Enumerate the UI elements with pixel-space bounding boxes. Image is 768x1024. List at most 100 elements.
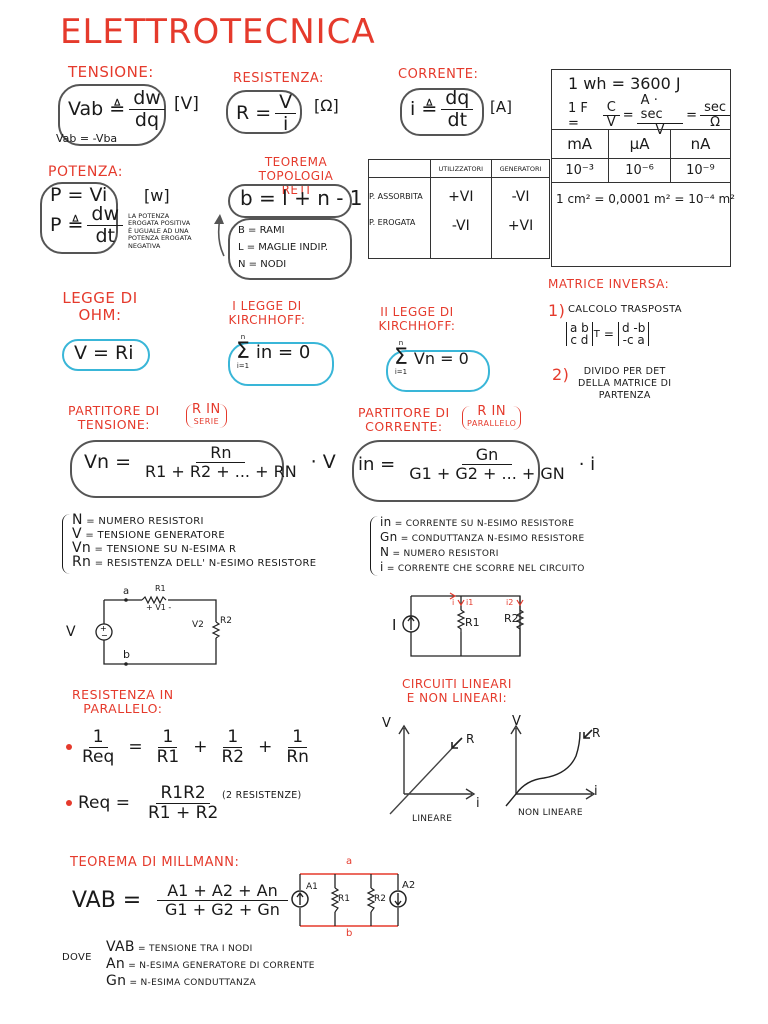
- legend-item: N = NUMERO RESISTORI: [72, 512, 316, 528]
- farad-lhs: 1 F =: [568, 100, 588, 131]
- potenza-fraction: dw dt: [87, 204, 124, 247]
- resistor-r2-icon: [366, 887, 376, 913]
- legend-item: Gn = CONDUTTANZA n-ESIMO RESISTORE: [380, 531, 585, 546]
- corrente-lhs: i ≜: [410, 98, 438, 121]
- legend-item: Vn = TENSIONE SU n-ESIMA R: [72, 540, 316, 556]
- sum-lower: i=1: [236, 362, 250, 370]
- legend-symbol: Gn: [380, 530, 398, 544]
- circuit-r1-label: R1: [465, 616, 480, 629]
- circuiti-heading-line1: CIRCUITI LINEARI: [402, 677, 512, 691]
- units-wh: 1 wh = 3600 J: [568, 74, 681, 93]
- power-table-cell: P. EROGATA: [368, 215, 431, 259]
- legend-item: An = n-ESIMA GENERATORE DI CORRENTE: [106, 957, 315, 974]
- partitore-tensione-lhs: Vn =: [84, 451, 131, 474]
- legend-symbol: Vn: [72, 540, 92, 556]
- transpose-marker: T: [593, 328, 600, 340]
- corrente-cloud: [400, 88, 484, 136]
- fraction-denominator: G1 + G2 + ... + GN: [409, 463, 565, 483]
- note-line: SERIE: [193, 417, 220, 426]
- circuit-source-label: I: [392, 616, 397, 634]
- fraction-denominator: V: [606, 115, 616, 131]
- matrice-heading: MATRICE INVERSA:: [548, 277, 670, 291]
- circuit-i1-label: i1: [466, 598, 474, 607]
- current-arrow-icon: [457, 599, 465, 607]
- matrix-row: -c a: [622, 333, 645, 347]
- matrix-rhs: d -b -c a: [617, 322, 650, 347]
- power-table-cell: -VI: [491, 176, 550, 216]
- circuit-v1-label: + V1 -: [146, 603, 172, 612]
- prefix-header: μA: [607, 129, 672, 159]
- millmann-formula: VAB = A1 + A2 + An G1 + G2 + Gn: [72, 882, 288, 918]
- fraction-denominator: Req: [82, 746, 115, 767]
- legend-text: = n-ESIMA CONDUTTANZA: [129, 978, 256, 988]
- matrice-step2-number: 2): [552, 365, 570, 384]
- fraction-denominator: dt: [95, 224, 115, 247]
- pointer-arrow-icon: [583, 729, 593, 739]
- matrice-step1-text: CALCOLO TRASPOSTA: [568, 304, 682, 315]
- sum-upper: n: [240, 333, 246, 341]
- graph1-y-label: V: [382, 716, 391, 731]
- current-arrow-icon: [449, 592, 457, 600]
- fraction-numerator: dq: [441, 88, 474, 110]
- partitore-tensione-note: R IN SERIE: [186, 403, 227, 428]
- power-table-row: P. EROGATA -VI +VI: [368, 215, 550, 259]
- millmann-defs: VAB = TENSIONE TRA I NODI An = n-ESIMA G…: [106, 940, 315, 991]
- fraction-numerator: C: [602, 100, 620, 117]
- fraction-denominator: R1 + R2 + ... + RN: [145, 461, 297, 481]
- fraction-numerator: R1R2: [156, 784, 210, 804]
- fraction-numerator: A · sec: [636, 93, 684, 124]
- partitore-tensione-legend: N = NUMERO RESISTORI V = TENSIONE GENERA…: [72, 512, 317, 570]
- legend-text: = RESISTENZA DELL' n-ESIMO RESISTORE: [94, 558, 317, 569]
- tensione-note: Vab = -Vba: [56, 132, 118, 145]
- partitore-tensione-fraction: Rn R1 + R2 + ... + RN: [141, 444, 301, 480]
- legend-symbol: Gn: [106, 973, 127, 989]
- legend-item: in = CORRENTE SU n-ESIMO RESISTORE: [380, 516, 585, 531]
- resistor-r2-icon: [211, 621, 221, 639]
- ohm-heading-line1: LEGGE DI: [62, 289, 138, 307]
- sigma-icon: n Σ i=1: [236, 333, 250, 370]
- resistor-r1-icon: [330, 887, 340, 913]
- bullet-icon: [66, 800, 72, 806]
- x-axis-arrow-icon: [404, 788, 476, 800]
- graph1-x-label: i: [476, 796, 480, 811]
- resistenza-unit: [Ω]: [314, 96, 339, 115]
- circuit-source-label: V: [66, 624, 76, 640]
- resistor-r2-icon: [515, 596, 525, 656]
- fraction-denominator: dq: [134, 108, 160, 131]
- note-line: R IN: [477, 404, 507, 419]
- linear-graph: [389, 724, 476, 815]
- potenza-line1: P = Vi: [50, 184, 108, 206]
- graph2-curve-label: R: [592, 726, 601, 740]
- kirchhoff2-cloud: [386, 350, 490, 392]
- power-table-cell: +VI: [491, 215, 550, 259]
- prefix-header: mA: [550, 129, 609, 159]
- tensione-unit: [V]: [174, 94, 199, 114]
- kirchhoff1-heading-line1: I LEGGE DI: [232, 299, 302, 313]
- power-table-cell: P. ASSORBITA: [368, 176, 431, 216]
- arrow-up-icon: [214, 214, 225, 257]
- corrente-heading: CORRENTE:: [398, 67, 479, 82]
- millmann-lhs: VAB =: [72, 887, 142, 913]
- fraction-numerator: Gn: [461, 446, 513, 465]
- legend-text: = NUMERO RESISTORI: [86, 516, 204, 527]
- topologia-def: n = NODI: [238, 259, 287, 270]
- tensione-fraction: dw dq: [129, 88, 165, 131]
- prefix-header: nA: [670, 129, 731, 159]
- matrice-step2-line: DELLA MATRICE DI: [578, 378, 672, 389]
- legend-symbol: N: [72, 512, 83, 528]
- fraction-numerator: Rn: [196, 444, 246, 463]
- parallelo-heading-line1: RESISTENZA IN: [72, 687, 174, 702]
- topologia-formula: b = l + n - 1: [240, 186, 363, 210]
- topologia-heading-line1: TEOREMA TOPOLOGIA: [258, 155, 334, 183]
- legend-symbol: VAB: [106, 939, 135, 955]
- ohm-cloud: [62, 339, 150, 371]
- legend-symbol: Rn: [72, 554, 92, 570]
- matrix-row: a b: [570, 321, 589, 335]
- matrix-lhs: a b c d: [566, 322, 593, 346]
- voltage-source-icon: [95, 623, 113, 641]
